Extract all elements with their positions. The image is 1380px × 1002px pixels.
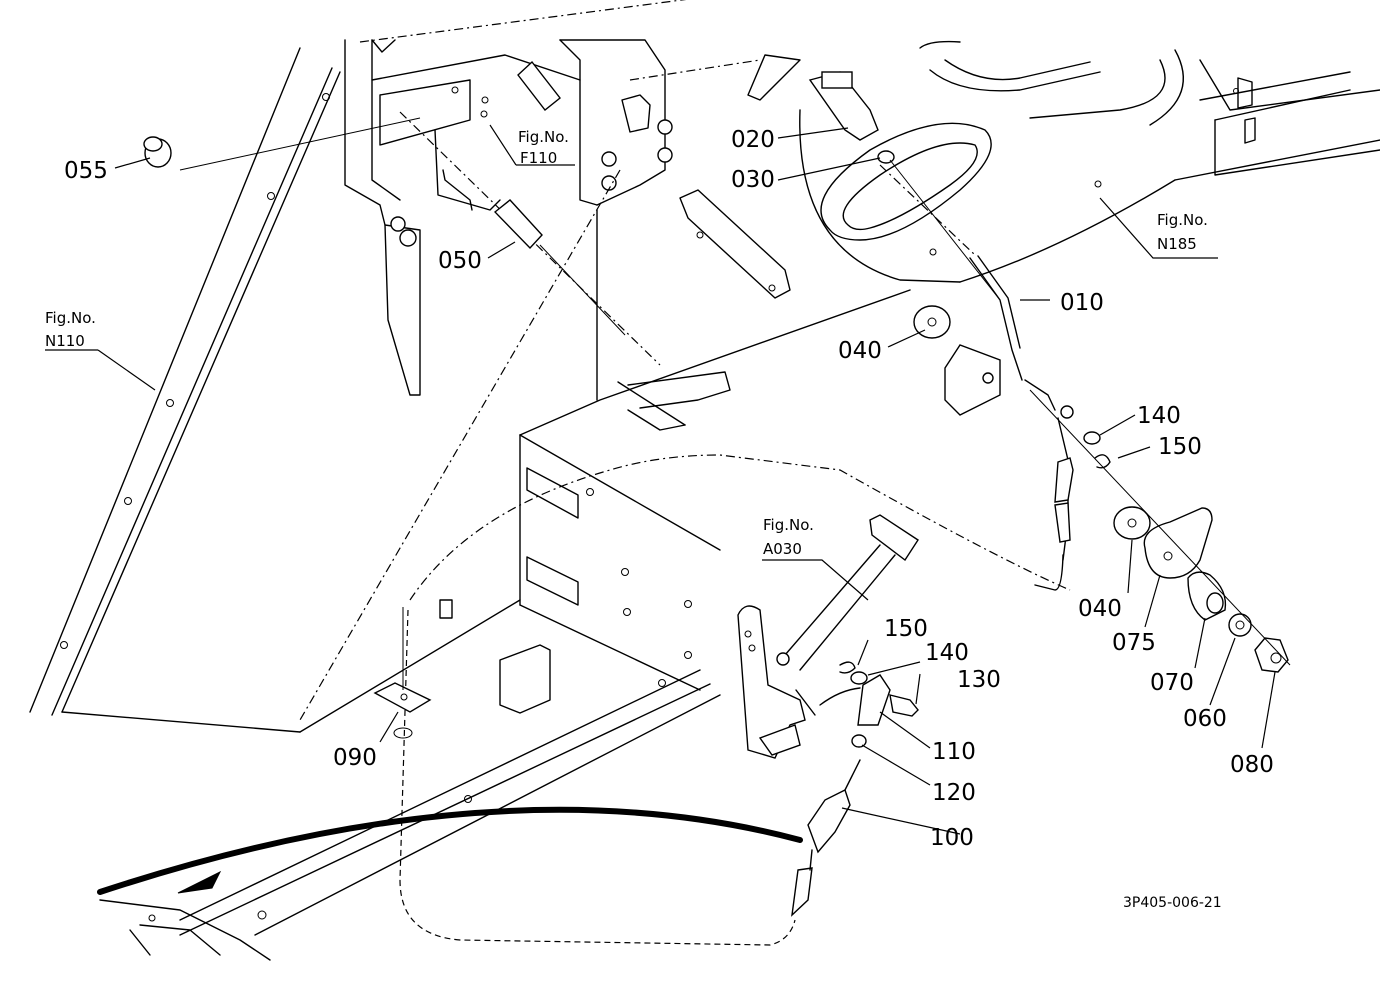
part-label-080: 080 [1230, 752, 1274, 778]
part-label-040-top: 040 [838, 338, 882, 364]
fig-ref-f110-line2: F110 [520, 149, 557, 167]
part-labels: 055 020 030 010 040 050 140 150 040 075 … [64, 127, 1274, 851]
phantom-outline [299, 0, 1071, 946]
part-label-150-bottom: 150 [884, 616, 928, 642]
plate-090 [373, 607, 432, 739]
fig-ref-a030: Fig.No. A030 [763, 516, 814, 558]
upper-right-housing [747, 40, 1380, 283]
part-label-030: 030 [731, 167, 775, 193]
fig-ref-n185: Fig.No. N185 [1157, 211, 1208, 253]
part-label-055: 055 [64, 158, 108, 184]
fig-ref-n110-line2: N110 [45, 332, 85, 350]
part-label-020: 020 [731, 127, 775, 153]
fig-ref-n185-line1: Fig.No. [1157, 211, 1208, 229]
part-055-bushing [143, 117, 421, 171]
part-label-120: 120 [932, 780, 976, 806]
upper-bracket-assembly [344, 39, 673, 396]
fig-ref-f110: Fig.No. F110 [518, 128, 569, 167]
leader-lines [45, 124, 1276, 835]
part-label-140-bottom: 140 [925, 640, 969, 666]
fig-ref-f110-line1: Fig.No. [518, 128, 569, 146]
part-label-090: 090 [333, 745, 377, 771]
fig-ref-n185-line2: N185 [1157, 235, 1197, 253]
shift-cable [97, 457, 1074, 917]
fig-ref-n110: Fig.No. N110 [45, 309, 96, 350]
part-label-070: 070 [1150, 670, 1194, 696]
fig-ref-a030-line1: Fig.No. [763, 516, 814, 534]
fig-ref-n110-line1: Fig.No. [45, 309, 96, 327]
part-label-010: 010 [1060, 290, 1104, 316]
bracket-center [679, 189, 791, 299]
part-label-060: 060 [1183, 706, 1227, 732]
part-label-130: 130 [957, 667, 1001, 693]
part-label-100: 100 [930, 825, 974, 851]
fig-ref-a030-line2: A030 [763, 540, 802, 558]
part-label-075: 075 [1112, 630, 1156, 656]
part-label-150-top: 150 [1158, 434, 1202, 460]
part-label-040-bottom: 040 [1078, 596, 1122, 622]
left-frame-rail [29, 47, 521, 733]
drawing-number: 3P405-006-21 [1123, 895, 1222, 911]
part-050-bolt [493, 60, 626, 336]
shift-lever-assembly [808, 71, 1291, 673]
part-label-110: 110 [932, 739, 976, 765]
pedal-assembly [737, 514, 919, 759]
gear-shift-slot-plate [820, 122, 992, 241]
central-housing-box [439, 209, 911, 714]
part-label-050: 050 [438, 248, 482, 274]
part-label-140-top: 140 [1137, 403, 1181, 429]
